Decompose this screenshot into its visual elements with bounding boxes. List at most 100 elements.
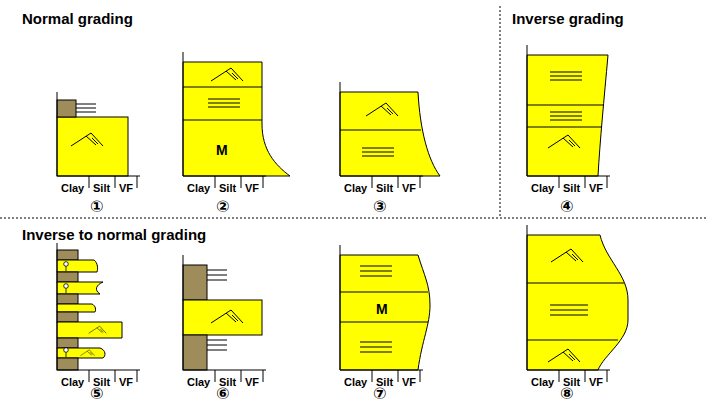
log-8-part — [527, 235, 628, 370]
log-4-part — [550, 72, 582, 80]
axis-label: Silt — [563, 178, 580, 196]
axis-label: VF — [119, 183, 133, 194]
callout-number: ⑥ — [216, 386, 230, 402]
axis-label: Clay — [61, 183, 84, 194]
axis-label: Clay — [344, 178, 367, 196]
axis-label: Clay — [187, 183, 210, 194]
axis-label: VF — [589, 178, 603, 196]
axis-label: Clay — [61, 372, 84, 390]
axis-label: VF — [245, 377, 259, 388]
axis-line — [607, 176, 608, 188]
axis-line — [263, 370, 264, 382]
callout-number: ⑦ — [373, 385, 387, 403]
axis-label: VF — [245, 178, 259, 196]
axis-line — [137, 176, 138, 188]
log-5-part — [64, 284, 69, 293]
axis-label: Clay — [61, 377, 84, 388]
log-5-part — [57, 312, 78, 322]
section-title: Normal grading — [22, 11, 133, 26]
section-title: Inverse grading — [512, 10, 624, 28]
log-4-part — [548, 135, 580, 148]
section-dividers-part — [500, 6, 501, 218]
callout-number: ⑧ — [560, 385, 574, 403]
log-3-part — [340, 130, 421, 131]
log-2-part — [183, 87, 262, 120]
facies-code: M — [376, 300, 388, 318]
axis-line — [527, 370, 610, 371]
callout-number: ① — [90, 199, 104, 215]
axis-label: Clay — [187, 377, 210, 388]
log-6-part — [207, 340, 227, 350]
log-3-part — [366, 103, 398, 116]
log-5-part — [57, 250, 78, 260]
axis-line — [183, 176, 266, 177]
axis-line — [398, 370, 399, 382]
log-6-part — [207, 270, 227, 280]
log-5-part — [57, 338, 78, 348]
log-7-part — [360, 266, 392, 276]
axis-label: VF — [245, 372, 259, 390]
log-4-part — [550, 112, 582, 120]
callout-number: ② — [216, 198, 230, 216]
log-5-part — [57, 322, 122, 338]
log-6-part — [183, 265, 207, 300]
axis-line — [263, 176, 264, 188]
axis-line — [241, 370, 242, 382]
axis-label: Clay — [531, 372, 554, 390]
axis-line — [57, 176, 140, 177]
axis-line — [527, 45, 528, 176]
facies-code: M — [216, 143, 228, 157]
callout-number: ① — [90, 198, 104, 216]
axis-line — [57, 370, 140, 371]
log-4 — [527, 55, 608, 176]
axis-label: VF — [119, 178, 133, 196]
log-3-part — [362, 148, 394, 156]
axis-line — [559, 176, 560, 188]
section-dividers — [0, 6, 708, 218]
axis-line — [340, 245, 341, 370]
callout-number: ③ — [373, 198, 387, 216]
axis-label: Clay — [187, 178, 210, 196]
axis-line — [527, 176, 610, 177]
axis-line — [340, 82, 341, 176]
axis-label: VF — [119, 372, 133, 390]
axis-label: Clay — [61, 178, 84, 196]
log-7 — [340, 255, 430, 370]
log-8-part — [527, 283, 624, 340]
log-3 — [340, 92, 440, 176]
axis-label: VF — [402, 377, 416, 388]
log-2-part — [211, 68, 243, 81]
axis-line — [372, 370, 373, 382]
axis-line — [398, 176, 399, 188]
log-4-part — [527, 55, 608, 176]
axis-line — [585, 370, 586, 382]
log-8 — [527, 235, 628, 370]
log-1-part — [71, 133, 103, 146]
log-5-part — [80, 350, 94, 356]
axis-label: Silt — [93, 178, 110, 196]
log-5-part — [57, 358, 78, 370]
axis-line — [215, 176, 216, 188]
log-5 — [57, 250, 122, 370]
log-5-part — [57, 304, 96, 312]
log-5-part — [57, 272, 78, 282]
log-2-part — [183, 62, 290, 176]
axis-label: Clay — [531, 377, 554, 388]
log-6-part — [183, 300, 262, 335]
facies-code: M — [216, 141, 228, 159]
log-5-part — [57, 260, 98, 272]
axis-line — [183, 52, 184, 176]
axis-line — [57, 243, 58, 370]
axis-line — [559, 370, 560, 382]
log-5-part — [64, 262, 69, 271]
callout-number: ④ — [560, 199, 574, 215]
axis-line — [115, 370, 116, 382]
axis-line — [420, 176, 421, 188]
axis-line — [115, 176, 116, 188]
axis-label: VF — [402, 183, 416, 194]
axis-label: Silt — [93, 183, 110, 194]
axis-line — [183, 370, 266, 371]
axis-label: VF — [402, 372, 416, 390]
